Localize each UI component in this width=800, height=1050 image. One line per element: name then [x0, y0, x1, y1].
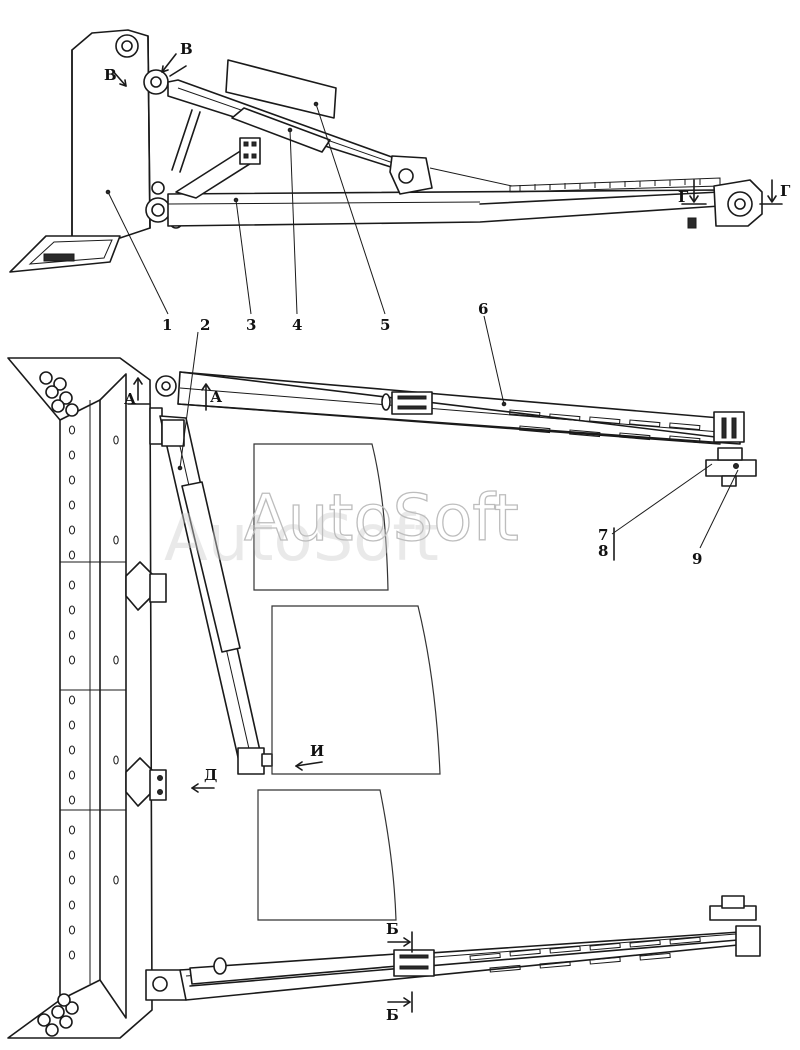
- hydraulic-cylinder-side: [167, 79, 513, 195]
- side-view: [9, 29, 783, 315]
- watermark-text-ghost: AutoSoft: [164, 502, 439, 576]
- watermark: AutoSoft AutoSoft: [164, 481, 520, 576]
- section-a-label-right: А: [210, 388, 223, 406]
- section-g-markers: [681, 179, 783, 205]
- leaders-side: [107, 103, 386, 315]
- section-labels: В В Г Г А А Б Б Д И: [104, 40, 791, 1024]
- leader-dots-side: [105, 101, 319, 203]
- push-beam-side: [167, 177, 763, 229]
- push-arm-bottom: [179, 895, 761, 1001]
- plate-side: [225, 59, 337, 119]
- section-v-label-right: В: [180, 40, 193, 58]
- section-a-markers: [127, 377, 211, 411]
- blade-plan: [7, 357, 187, 1039]
- section-v-arrows: [111, 53, 187, 87]
- section-i-arrow: [295, 761, 323, 771]
- brace-cylinder-plan: [159, 415, 273, 775]
- brace-clamp: [239, 137, 261, 165]
- section-g-label-right: Г: [780, 182, 791, 200]
- callout-3: 3: [246, 316, 256, 334]
- callout-1: 1: [162, 316, 172, 334]
- callout-4: 4: [292, 316, 302, 334]
- callout-2: 2: [200, 316, 210, 334]
- plan-view: [7, 315, 761, 1039]
- section-b-label-bottom: Б: [386, 1006, 399, 1024]
- callout-labels: 1 2 3 4 5 6 7 8 9: [162, 300, 702, 568]
- section-a-label-left: А: [124, 390, 137, 408]
- watermark-text: AutoSoft: [244, 482, 519, 556]
- section-d-label: Д: [204, 766, 217, 784]
- callout-7: 7: [598, 526, 608, 544]
- section-d-arrow: [191, 783, 215, 793]
- callout-9: 9: [692, 550, 702, 568]
- section-b-label-top: Б: [386, 920, 399, 938]
- callout-8: 8: [598, 542, 608, 560]
- cab-outlines: [253, 443, 441, 921]
- section-v-label-left: В: [104, 66, 117, 84]
- section-b-markers: [387, 931, 413, 1013]
- push-arm-top: [177, 371, 757, 487]
- callout-5: 5: [380, 316, 390, 334]
- leaders-plan: [179, 315, 739, 549]
- blade-side: [9, 29, 183, 273]
- section-g-label-left: Г: [678, 188, 689, 206]
- callout-6: 6: [478, 300, 488, 318]
- section-i-label: И: [310, 742, 324, 760]
